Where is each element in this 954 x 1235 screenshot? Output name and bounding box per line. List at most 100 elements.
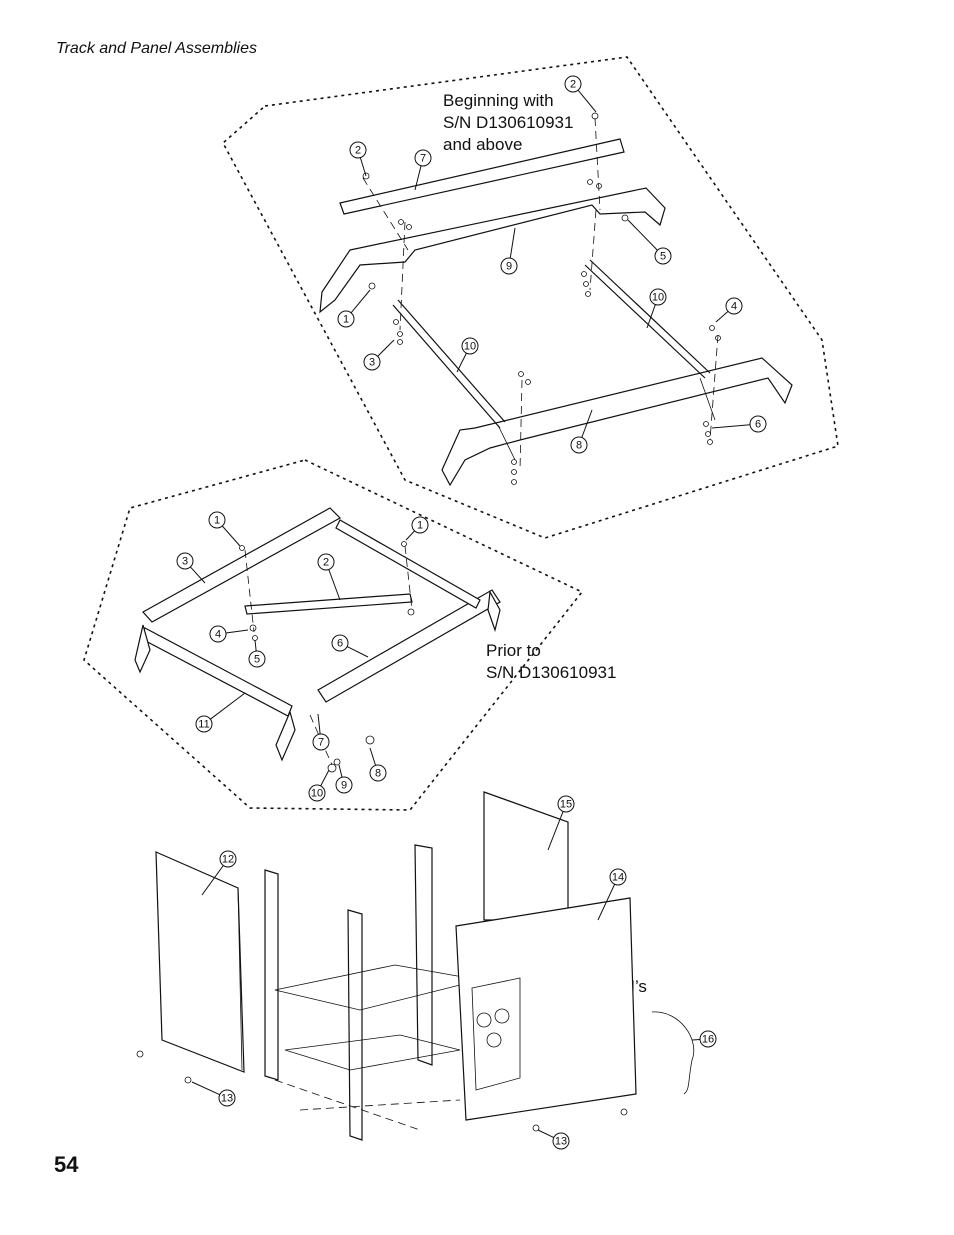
callout-circle [411,516,429,534]
old-serial-label-line: S/N D130610931 [486,663,617,682]
callout-leader [715,310,729,323]
callout-number: 8 [375,768,381,780]
callout-old-5: 5 [248,639,266,668]
callout-all-16: 16 [691,1030,717,1048]
callout-number: 5 [660,251,666,263]
callout-circle [699,1030,717,1048]
callout-circle [654,247,672,265]
callout-circle [570,436,588,454]
callout-leader [405,530,415,541]
callout-leader [369,747,377,766]
callout-leader [509,227,516,259]
callout-all-14: 14 [597,868,627,921]
callout-leader [190,566,206,584]
new-serial-label-line: Beginning with [443,91,554,110]
new-assembly-parts [319,112,793,487]
callout-old-8: 8 [369,747,387,782]
callout-leader [317,713,321,735]
callout-circle [317,553,335,571]
callout-circle [749,415,767,433]
callout-new-5: 5 [627,219,672,265]
callout-leader [711,424,751,429]
callout-old-1: 1 [208,511,241,547]
callout-leader [456,352,467,373]
callout-number: 13 [221,1093,233,1105]
callout-leader [414,165,422,191]
callout-circle [363,353,381,371]
callout-old-4: 4 [209,625,249,643]
new-assembly-boundary [221,56,839,539]
callout-number: 7 [318,737,324,749]
callout-circle [609,868,627,886]
all-serial-parts [136,791,694,1141]
old-assembly-parts [134,507,501,773]
callout-number: 16 [702,1034,714,1046]
callout-new-1: 1 [337,289,371,328]
callout-leader [547,811,564,851]
callout-number: 2 [570,79,576,91]
old-assembly-boundary [83,459,584,811]
callout-number: 13 [555,1136,567,1148]
callout-leader [627,219,658,251]
callout-number: 1 [417,520,423,532]
callout-old-10: 10 [308,769,330,802]
callout-leader [254,639,257,652]
callout-circle [248,650,266,668]
callout-number: 7 [420,153,426,165]
callout-circle [312,733,330,751]
callout-leader [338,764,343,778]
callout-leader [210,692,246,720]
callout-circle [552,1132,570,1150]
callout-leader [359,157,367,177]
callout-circle [218,1089,236,1107]
callout-old-3: 3 [176,552,206,584]
callout-number: 15 [560,799,572,811]
callout-number: 6 [337,638,343,650]
new-serial-label-line: and above [443,135,523,154]
callout-number: 9 [506,261,512,273]
callout-circle [209,625,227,643]
page-header: Track and Panel Assemblies [56,40,257,57]
callout-number: 8 [576,440,582,452]
callout-old-7: 7 [312,713,330,751]
callout-circle [308,784,326,802]
callout-all-13: 13 [537,1129,570,1150]
old-serial-label: Prior to S/N D130610931 [486,640,616,684]
callout-new-2: 2 [564,75,597,113]
callout-number: 5 [254,654,260,666]
callout-all-12: 12 [201,850,237,896]
callout-new-2: 2 [349,141,367,177]
callout-circle [337,310,355,328]
callout-circle [349,141,367,159]
callout-leader [577,89,597,113]
callout-number: 6 [755,419,761,431]
callout-circle [219,850,237,868]
callout-circle [176,552,194,570]
callout-new-10: 10 [456,337,479,373]
callout-old-11: 11 [195,692,246,733]
page-number: 54 [54,1152,79,1177]
callout-leader [537,1129,554,1138]
callout-number: 10 [311,788,323,800]
callout-old-6: 6 [331,634,369,658]
callout-number: 3 [182,556,188,568]
callout-leader [191,1081,220,1096]
callout-number: 4 [731,301,737,313]
callout-all-15: 15 [547,795,575,851]
callout-leader [221,525,241,547]
callout-circle [414,149,432,167]
callout-number: 2 [355,145,361,157]
new-serial-label: Beginning with S/N D130610931 and above [443,90,573,156]
callout-new-10: 10 [646,288,667,329]
callout-circle [331,634,349,652]
callout-leader [646,304,656,329]
callout-circle [369,764,387,782]
callout-number: 14 [612,872,624,884]
callout-circle [335,776,353,794]
callout-new-9: 9 [500,227,518,275]
callout-circle [195,715,213,733]
callout-circle [649,288,667,306]
callout-old-2: 2 [317,553,341,601]
